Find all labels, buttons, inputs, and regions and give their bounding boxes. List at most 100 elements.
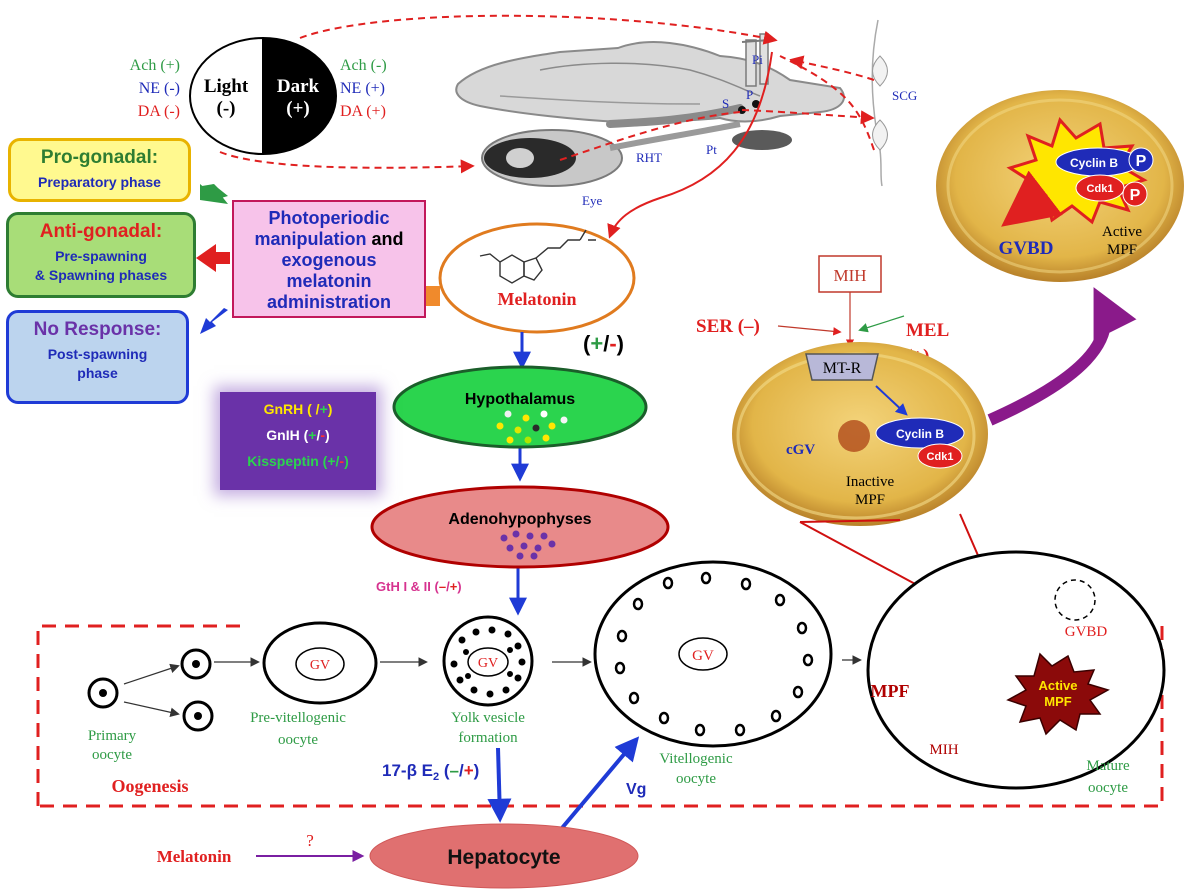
- neuropeptide-box: GnRH ( /+) GnIH (+/-) Kisspeptin (+/-): [220, 392, 376, 490]
- active-cyclin-b-label: Cyclin B: [1070, 156, 1118, 170]
- no-response-sub-2: phase: [77, 365, 118, 381]
- previtellogenic-oocyte: GV Pre-vitellogenic oocyte: [250, 621, 378, 748]
- vitellogenin-arrow: [560, 736, 640, 830]
- pi-label: Pi: [752, 52, 763, 67]
- mih-box: [818, 255, 882, 293]
- adenohypophyses-vesicles-icon: [500, 530, 556, 560]
- active-mpf-label-1: Active: [1102, 224, 1142, 240]
- ser-label: SER (–): [696, 316, 760, 337]
- hepatocyte-node: Hepatocyte: [369, 823, 639, 889]
- no-response-title: No Response:: [33, 319, 162, 340]
- mature-active-label-1: Active: [1038, 678, 1077, 693]
- melatonin-effect-sign: (+/-): [583, 331, 624, 356]
- mtr-label: MT-R: [823, 360, 862, 377]
- yolk-label-2: formation: [458, 730, 518, 746]
- photo-line-3: exogenous: [281, 250, 377, 270]
- active-mpf-oocyte: Cyclin B P Cdk1 P GVBD Active MPF: [936, 90, 1184, 282]
- left-ach: Ach (+): [130, 57, 180, 74]
- mature-active-label-2: MPF: [1044, 694, 1072, 709]
- melatonin-structure-icon: [479, 229, 596, 284]
- kisspeptin-line: Kisspeptin (+/-): [247, 453, 349, 469]
- vitel-gv-label: GV: [692, 648, 714, 664]
- melatonin-label: Melatonin: [498, 289, 577, 309]
- right-da: DA (+): [340, 103, 386, 120]
- mature-label-1: Mature: [1086, 758, 1130, 774]
- gth-label: GtH I & II (–/+): [376, 579, 462, 594]
- primary-oocyte-label-1: Primary: [88, 728, 137, 744]
- yolk-label-1: Yolk vesicle: [451, 710, 525, 726]
- anti-gonadal-title: Anti-gonadal:: [39, 221, 163, 242]
- eye-label: Eye: [582, 193, 602, 208]
- vitellogenic-oocyte: GV Vitellogenic oocyte: [593, 560, 833, 787]
- right-ne: NE (+): [340, 80, 385, 97]
- pro-gonadal-sub: Preparatory phase: [38, 174, 161, 190]
- primary-oocytes: [87, 648, 214, 732]
- gvbd-label: GVBD: [999, 238, 1054, 259]
- melatonin-node: Melatonin: [438, 222, 636, 334]
- yolk-vesicle-oocyte: GV Yolk vesicle formation: [442, 615, 534, 746]
- dark-sign: (+): [286, 98, 309, 119]
- zoom-connector-lines: [799, 513, 981, 561]
- mature-mpf-label: MPF: [871, 681, 910, 701]
- mature-oocyte: GVBD MPF Active MPF MIH Mature oocyte: [866, 550, 1166, 796]
- photo-line-5: administration: [266, 292, 391, 312]
- mature-active-mpf-burst-icon: [1006, 652, 1110, 736]
- photo-line-4: melatonin: [286, 271, 372, 291]
- phospho-label-2: P: [1130, 187, 1141, 204]
- brain-sketch: Pi S P RHT Pt Eye SCG: [455, 19, 917, 208]
- previt-label-1: Pre-vitellogenic: [250, 710, 346, 726]
- primary-oocyte-label-2: oocyte: [92, 747, 132, 763]
- green-arrow-icon: [200, 184, 228, 204]
- previt-label-2: oocyte: [278, 732, 318, 748]
- scg-label: SCG: [892, 88, 917, 103]
- hypothalamus-label: Hypothalamus: [465, 391, 575, 408]
- activation-arrow: [987, 287, 1137, 426]
- mature-label-2: oocyte: [1088, 780, 1128, 796]
- previt-gv-label: GV: [310, 658, 330, 673]
- vitel-label-1: Vitellogenic: [659, 751, 733, 767]
- photo-line-2: manipulation and: [234, 229, 424, 250]
- p-label: P: [746, 87, 753, 102]
- gnrh-line: GnRH ( /+): [263, 401, 333, 417]
- blue-arrow-icon: [200, 308, 228, 334]
- mih-label: MIH: [833, 266, 866, 285]
- gnih-line: GnIH (+/-): [266, 427, 330, 443]
- photo-line-2b: and: [371, 229, 404, 249]
- adenohypophyses-label: Adenohypophyses: [448, 511, 591, 528]
- left-ne: NE (-): [139, 80, 180, 97]
- photo-line-2a: manipulation: [254, 229, 367, 249]
- rht-label: RHT: [636, 150, 662, 165]
- anti-gonadal-sub-1: Pre-spawning: [55, 248, 147, 264]
- adenohypophyses-node: Adenohypophyses: [370, 485, 670, 569]
- right-ach: Ach (-): [340, 57, 387, 74]
- hepatocyte-label: Hepatocyte: [447, 846, 560, 869]
- photo-connector: [424, 286, 440, 306]
- photoperiod-treatment-box: Photoperiodic manipulation and exogenous…: [232, 200, 426, 318]
- unknown-effect-label: ?: [306, 831, 314, 850]
- yolk-gv-label: GV: [478, 656, 498, 671]
- cyclin-b-label: Cyclin B: [896, 427, 944, 441]
- mature-mih-label: MIH: [929, 742, 958, 758]
- vg-label: Vg: [626, 781, 646, 798]
- dark-label: Dark: [277, 76, 320, 97]
- anti-gonadal-box: Anti-gonadal: Pre-spawning & Spawning ph…: [6, 212, 196, 298]
- neurotransmitter-labels: Ach (+) NE (-) DA (-) Ach (-) NE (+) DA …: [130, 57, 387, 120]
- pt-label: Pt: [706, 142, 717, 157]
- photo-line-1: Photoperiodic: [268, 208, 390, 228]
- oogenesis-title: Oogenesis: [111, 776, 188, 796]
- light-label: Light: [204, 76, 249, 97]
- gvbd-dashed-icon: [1054, 579, 1096, 621]
- cdk1-label: Cdk1: [927, 451, 954, 463]
- pro-gonadal-box: Pro-gonadal: Preparatory phase: [8, 138, 191, 202]
- light-sign: (-): [217, 98, 236, 119]
- phospho-badge-2: [1122, 181, 1148, 207]
- s-label: S: [722, 96, 729, 111]
- cyclin-b-badge: [875, 417, 965, 449]
- liver-melatonin-label: Melatonin: [157, 847, 232, 866]
- axis-arrows: [509, 332, 531, 616]
- phospho-badge-1: [1128, 147, 1154, 173]
- inactive-mpf-oocyte: MT-R Cyclin B Cdk1 cGV Inactive MPF: [732, 342, 988, 526]
- light-dark-cycle: Light (-) Dark (+): [189, 36, 337, 156]
